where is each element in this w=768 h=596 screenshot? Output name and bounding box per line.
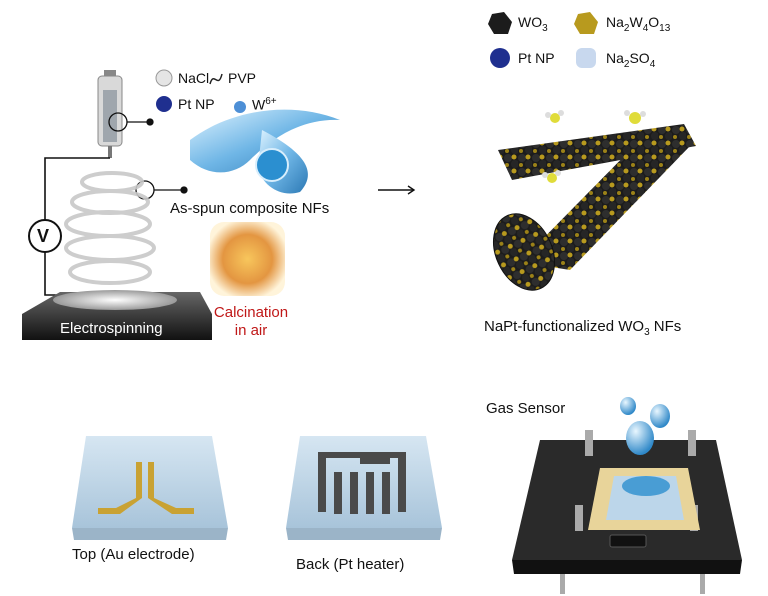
back-chip-label: Back (Pt heater) bbox=[296, 556, 405, 573]
as-spun-fiber bbox=[190, 109, 340, 194]
callout-lines bbox=[108, 112, 188, 200]
pt-heater-chip bbox=[286, 436, 442, 540]
gas-molecules bbox=[542, 110, 646, 183]
gas-sensor-device bbox=[512, 397, 742, 594]
calcination-texture bbox=[210, 222, 285, 296]
pvp-icon bbox=[209, 73, 223, 85]
legend-top-glyphs bbox=[155, 69, 246, 113]
as-spun-label: As-spun composite NFs bbox=[170, 200, 330, 217]
product-label: NaPt-functionalized WO3 NFs bbox=[484, 318, 682, 338]
wo3-icon bbox=[488, 12, 512, 34]
legend-pt-np-right-label: Pt NP bbox=[518, 50, 555, 66]
voltage-source-symbol bbox=[28, 219, 62, 253]
pt-np-legend-icon bbox=[490, 48, 510, 68]
top-chip-label: Top (Au electrode) bbox=[72, 546, 195, 563]
legend-wo3-label: WO3 bbox=[518, 14, 548, 34]
legend-pt-np-label: Pt NP bbox=[178, 96, 215, 112]
pt-np-icon bbox=[156, 96, 172, 112]
au-electrode-chip bbox=[72, 436, 228, 540]
collector-plate bbox=[22, 290, 212, 340]
legend-nacl-label: NaCl bbox=[178, 70, 210, 86]
calcination-label-1: Calcination bbox=[213, 304, 289, 321]
fiber-jet-spiral bbox=[64, 171, 156, 285]
functionalized-nanofibers bbox=[493, 124, 696, 291]
na2so4-icon bbox=[576, 48, 596, 68]
legend-na2w4o13-label: Na2W4O13 bbox=[606, 14, 671, 34]
gas-sensor-label: Gas Sensor bbox=[486, 400, 566, 417]
voltage-label: V bbox=[37, 226, 50, 246]
legend-na2so4-label: Na2SO4 bbox=[606, 50, 656, 70]
electrospinning-label: Electrospinning bbox=[60, 320, 163, 337]
legend-right-glyphs bbox=[488, 12, 598, 68]
legend-pvp-label: PVP bbox=[228, 70, 257, 86]
process-arrow bbox=[378, 185, 416, 195]
nacl-icon bbox=[155, 69, 173, 87]
legend-w6-label: W6+ bbox=[252, 96, 277, 113]
calcination-label-2: in air bbox=[234, 322, 268, 339]
w6-icon bbox=[234, 101, 246, 113]
syringe bbox=[97, 70, 123, 158]
na2w4o13-icon bbox=[574, 12, 598, 34]
